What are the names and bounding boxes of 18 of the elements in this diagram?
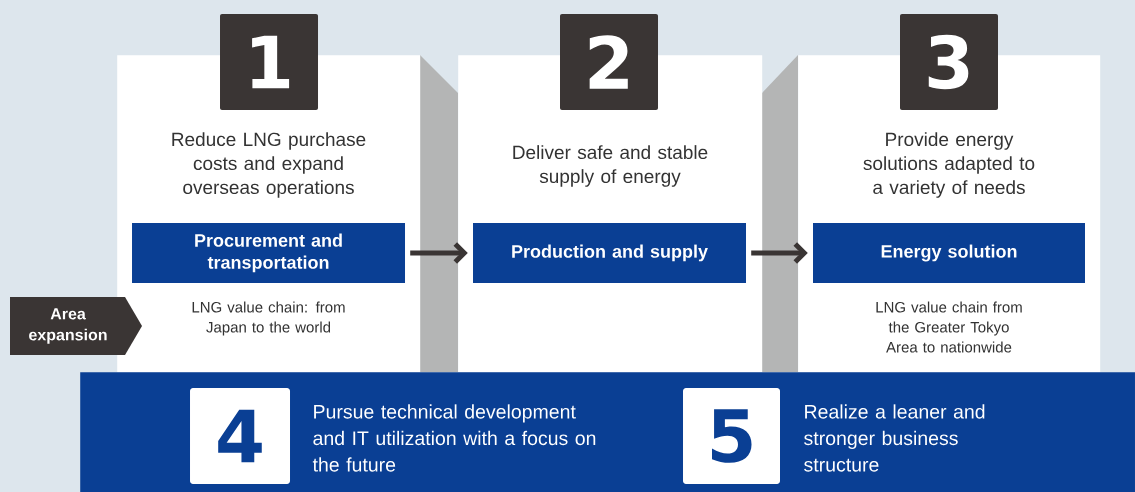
process-box: Procurement and transportation [132,223,405,283]
number-box: 5 [683,388,780,484]
arrow [751,242,808,264]
statement: Realize a leaner and stronger business structure [804,404,985,472]
number-box: 4 [190,388,290,484]
heading: Reduce LNG purchase costs and expand overseas operations [172,132,366,198]
arrow-tag: Area expansion [10,297,142,355]
number-box: 2 [560,14,658,110]
number-box: 3 [900,14,998,110]
arrow [410,242,468,264]
process-box: Energy solution [813,223,1085,283]
note: LNG value chain: from Japan to the world [192,301,345,336]
number-box: 1 [220,14,318,110]
heading: Provide energy solutions adapted to a variety of needs [863,132,1035,198]
note: LNG value chain from the Greater Tokyo Area to nationwide [876,301,1022,353]
process-box: Production and supply [473,223,746,283]
heading: Deliver safe and stable supply of energy [513,145,708,187]
statement: Pursue technical development and IT utilization with a focus on the future [312,404,596,472]
